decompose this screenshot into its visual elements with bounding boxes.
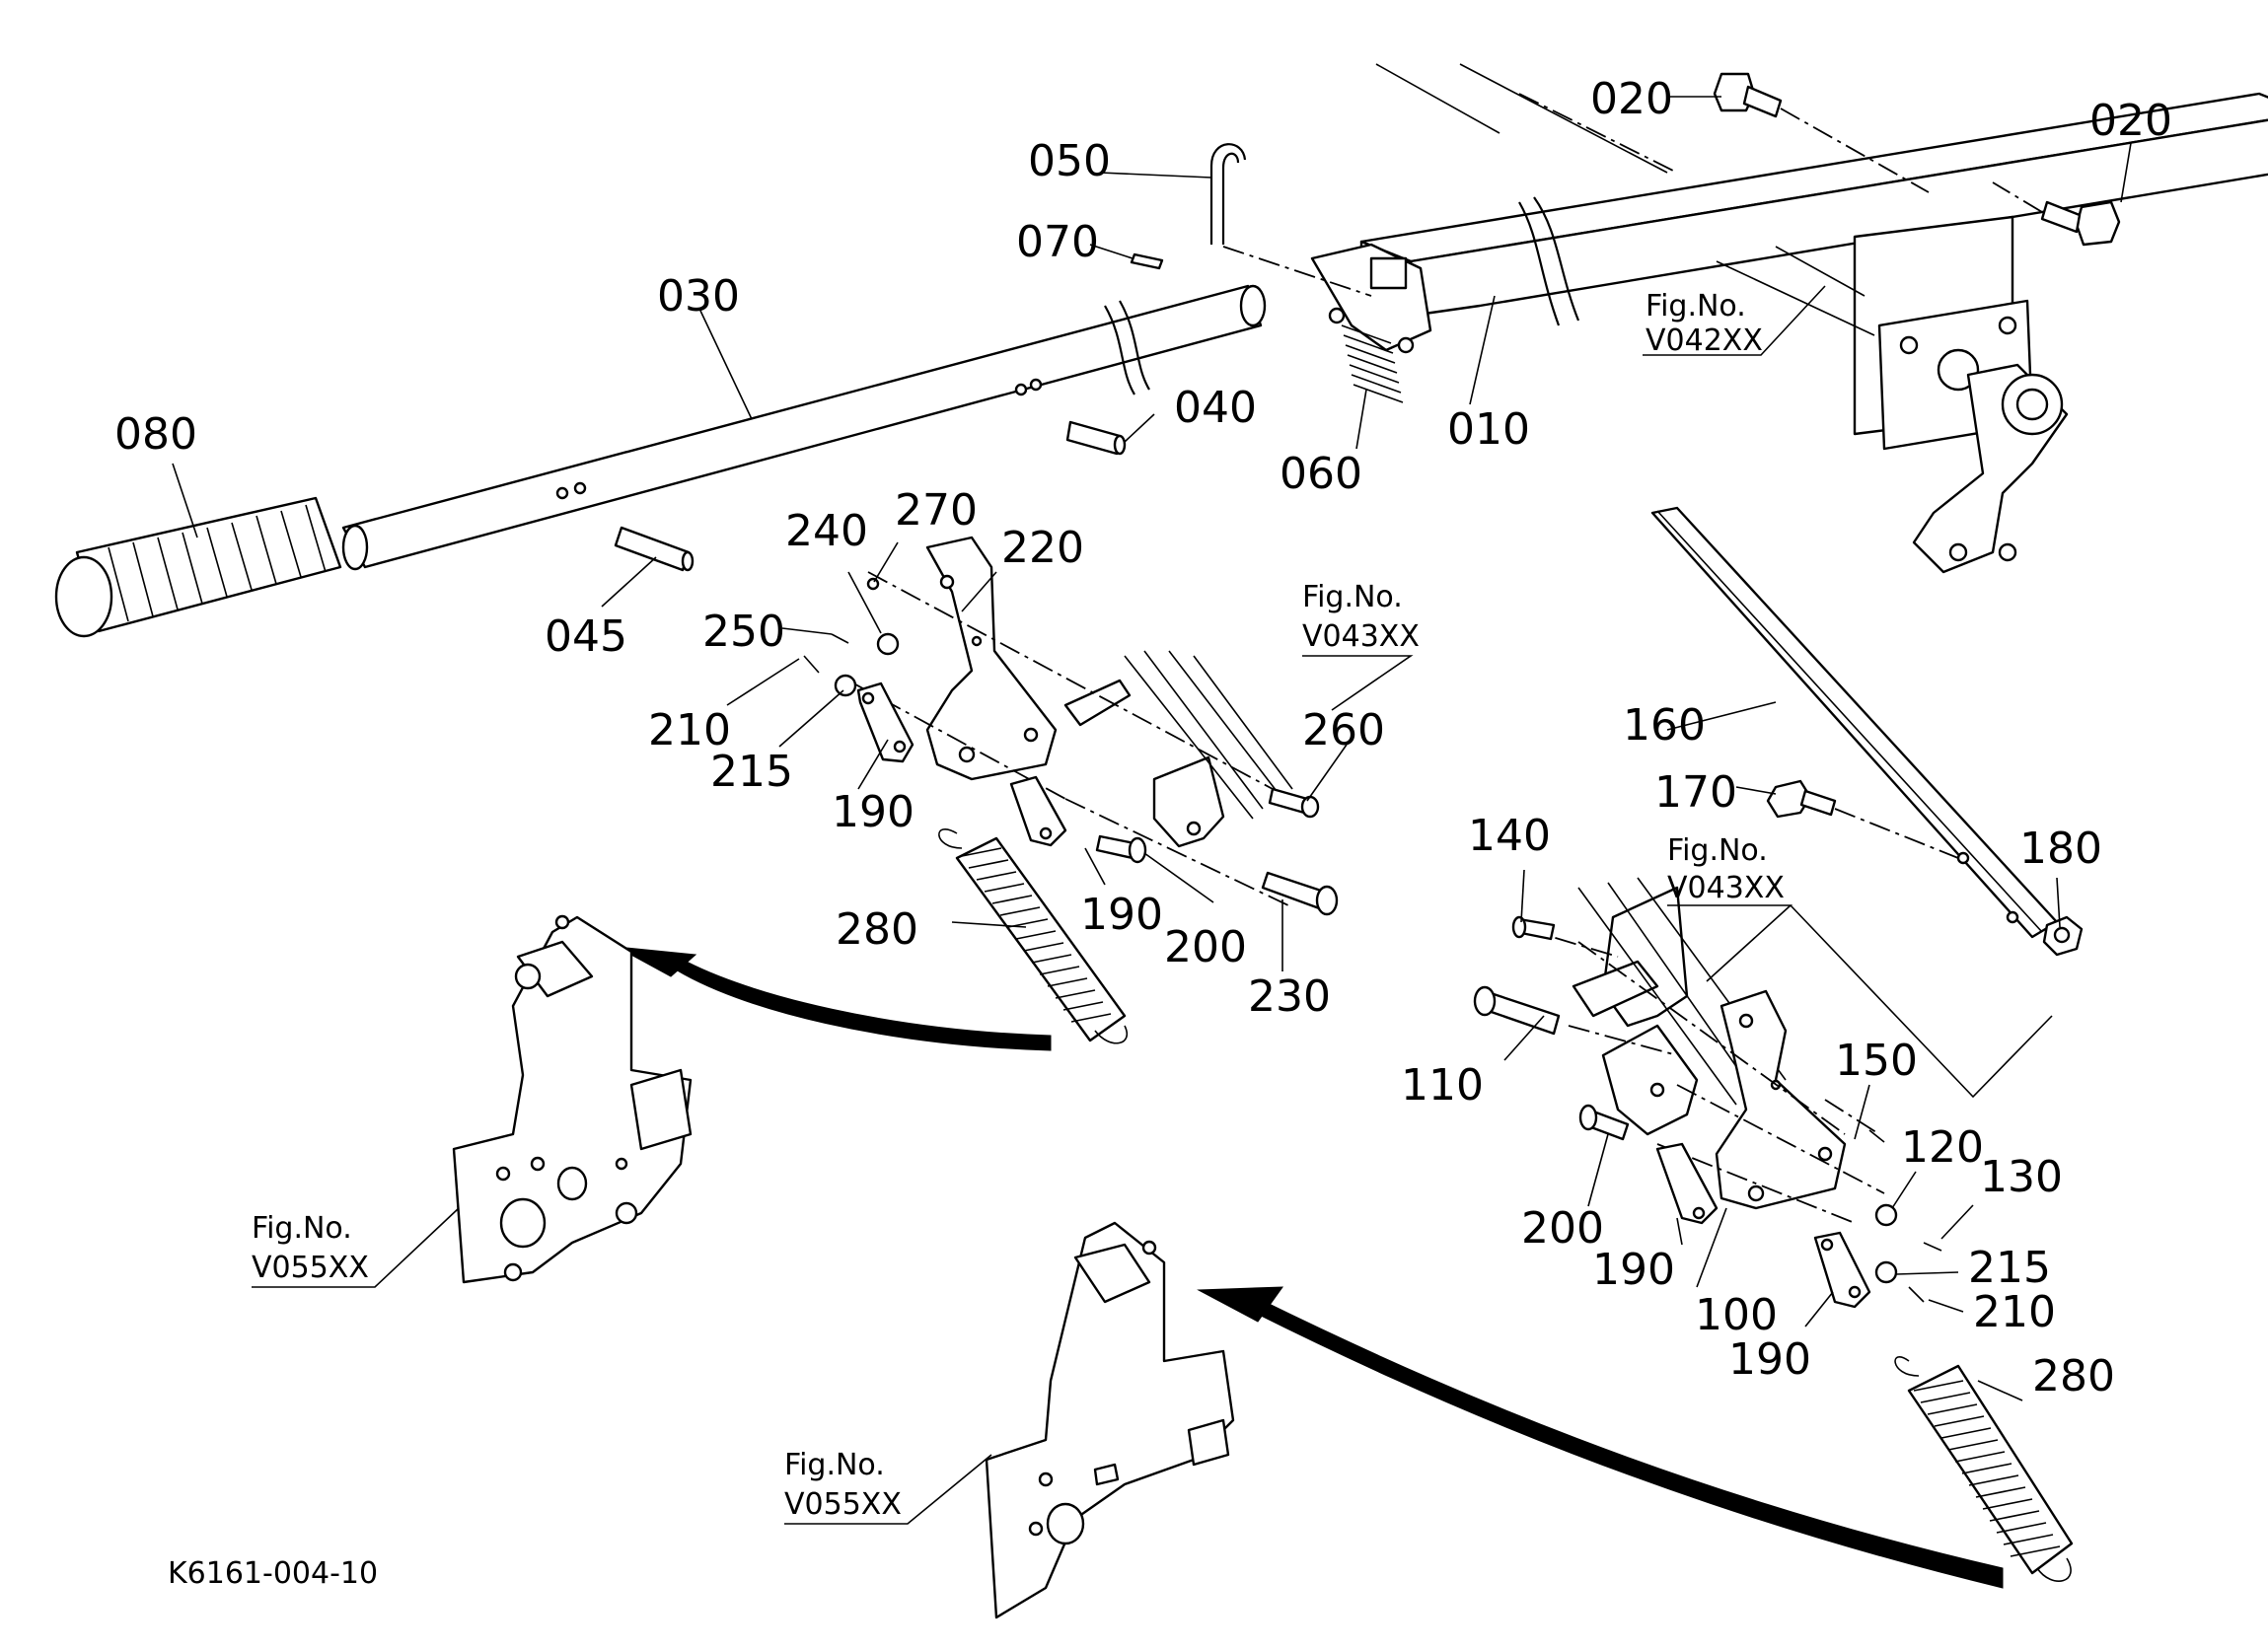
label-050: 050	[1028, 136, 1111, 186]
spring-280-right	[1894, 1356, 2074, 1582]
arrow-right	[1197, 1286, 2004, 1589]
label-210-left: 210	[648, 705, 731, 755]
pin-200-right	[1578, 1104, 1630, 1141]
label-190-right-b: 190	[1728, 1334, 1811, 1385]
bracket-small-left	[1063, 650, 1293, 848]
grip-080	[54, 496, 342, 638]
leader-lines	[172, 96, 2132, 1525]
spring-060	[1341, 324, 1404, 403]
fig-ref-v043-b-prefix: Fig.No.	[1667, 833, 1768, 868]
label-190-right-a: 190	[1592, 1245, 1675, 1295]
lever-100	[1715, 989, 1847, 1210]
label-280-left: 280	[836, 904, 918, 955]
bolt-170	[1766, 779, 1959, 859]
bracket-right-lower	[1601, 1024, 1699, 1136]
part-labels: 020 020 050 070 030 040 060 010 080 045 …	[114, 74, 2172, 1401]
link-190-left-b	[1009, 775, 1067, 847]
washers-right	[1868, 1129, 1942, 1303]
label-060: 060	[1280, 449, 1362, 499]
label-270: 270	[895, 485, 978, 536]
label-030: 030	[657, 271, 740, 322]
arrow-left	[616, 946, 1052, 1051]
link-190-right-a	[1655, 1142, 1719, 1225]
fig-ref-v042-prefix: Fig.No.	[1646, 289, 1746, 323]
link-190-right-b	[1813, 1231, 1871, 1309]
label-140: 140	[1468, 811, 1551, 861]
label-220: 220	[1001, 523, 1084, 573]
fig-ref-v042-code: V042XX	[1646, 323, 1763, 358]
label-080: 080	[114, 409, 197, 460]
label-260: 260	[1302, 705, 1385, 755]
pin-230	[1261, 871, 1339, 916]
fig-ref-v055-left-code: V055XX	[252, 1251, 369, 1285]
label-215-right: 215	[1968, 1243, 2051, 1293]
pin-070	[1130, 252, 1164, 270]
bracket-v055-right	[985, 1221, 1235, 1619]
label-210-right: 210	[1973, 1287, 2056, 1337]
bolt-020-b	[1992, 181, 2121, 247]
label-280-right: 280	[2032, 1351, 2115, 1401]
fig-refs: Fig.No. V042XX Fig.No. V043XX Fig.No. V0…	[252, 289, 1785, 1522]
label-100: 100	[1695, 1290, 1778, 1340]
label-250: 250	[702, 607, 785, 657]
label-150: 150	[1835, 1036, 1918, 1086]
bolt-020-a	[1713, 72, 1930, 193]
fig-ref-v055-left-prefix: Fig.No.	[252, 1211, 352, 1246]
pin-140	[1511, 915, 1556, 941]
label-230: 230	[1248, 971, 1331, 1022]
label-190-left-a: 190	[832, 787, 915, 837]
pin-200-left	[1095, 834, 1147, 864]
frame-bar-010	[1310, 63, 2268, 354]
label-120: 120	[1901, 1122, 1984, 1173]
link-190-left	[856, 682, 915, 763]
label-040: 040	[1174, 383, 1257, 433]
nut-180	[2042, 915, 2084, 957]
label-130: 130	[1980, 1152, 2063, 1202]
fig-ref-v043-a-prefix: Fig.No.	[1302, 580, 1403, 614]
bolt-260	[1268, 787, 1320, 819]
label-180: 180	[2019, 824, 2102, 874]
pin-045	[614, 526, 695, 572]
label-045: 045	[545, 611, 627, 662]
pin-040	[1065, 420, 1127, 456]
label-215-left: 215	[710, 747, 793, 797]
fig-ref-v043-b-code: V043XX	[1667, 871, 1785, 905]
label-200-right: 200	[1521, 1203, 1604, 1254]
fig-ref-v055-right-prefix: Fig.No.	[784, 1448, 885, 1482]
mount-plate	[1716, 215, 2069, 574]
spring-280-left	[938, 828, 1128, 1044]
label-110: 110	[1401, 1060, 1484, 1111]
rod-160	[1650, 506, 2059, 939]
label-020-b: 020	[2089, 96, 2172, 146]
label-190-left-b: 190	[1080, 890, 1163, 940]
pipe-030	[341, 284, 1267, 571]
washers-left	[803, 577, 900, 697]
pivot-axis-left	[847, 571, 1293, 908]
label-240: 240	[785, 506, 868, 556]
hook-rod-050	[1209, 143, 1372, 297]
drawing-code: K6161-004-10	[168, 1556, 378, 1591]
fig-ref-v055-right-code: V055XX	[784, 1487, 902, 1522]
pin-110	[1473, 985, 1561, 1036]
pivot-axis-right	[1518, 926, 1885, 1224]
label-020-a: 020	[1590, 74, 1673, 124]
label-070: 070	[1016, 217, 1099, 267]
bracket-v055-left	[452, 914, 693, 1284]
label-170: 170	[1654, 767, 1737, 818]
bracket-220	[925, 536, 1058, 781]
label-010: 010	[1447, 404, 1530, 455]
label-200-left: 200	[1164, 922, 1247, 972]
label-160: 160	[1623, 700, 1706, 751]
fig-ref-v043-a-code: V043XX	[1302, 619, 1420, 654]
